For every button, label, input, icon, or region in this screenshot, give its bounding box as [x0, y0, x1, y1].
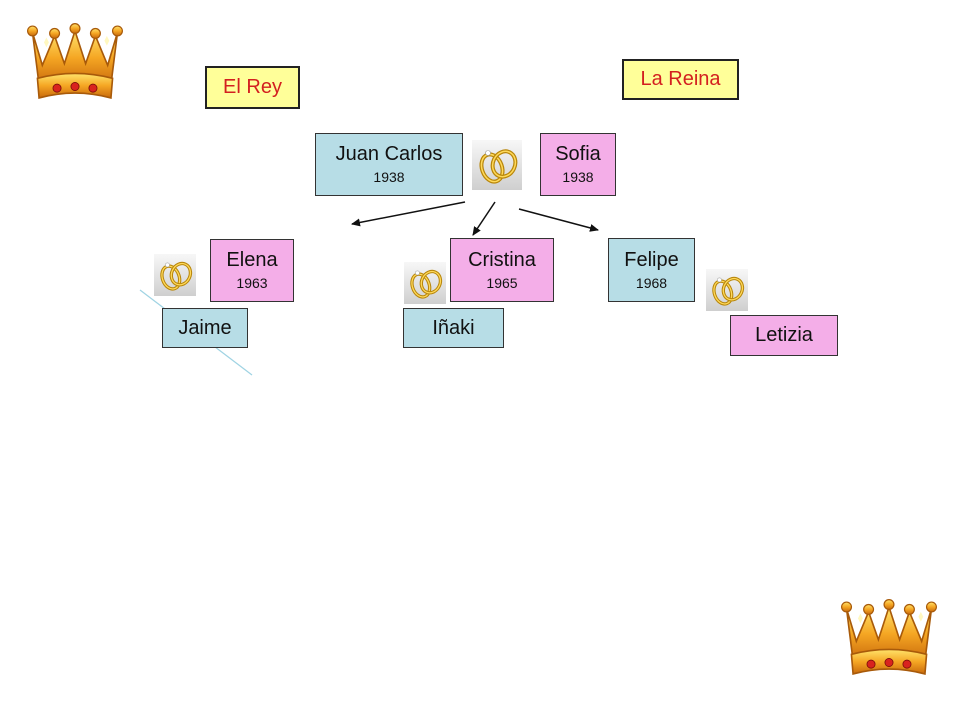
arrow-to-cristina [472, 201, 496, 236]
person-birth-year: 1938 [373, 169, 405, 186]
arrow-to-felipe [518, 208, 599, 232]
person-cristina: Cristina 1965 [450, 238, 554, 302]
king-label: El Rey [205, 66, 300, 109]
person-name: Juan Carlos [335, 143, 443, 166]
wedding-rings-icon [154, 254, 196, 296]
wedding-rings-icon [403, 262, 447, 304]
person-birth-year: 1968 [635, 274, 668, 291]
queen-label: La Reina [622, 59, 739, 100]
person-name: Cristina [468, 248, 536, 271]
person-felipe: Felipe 1968 [608, 238, 695, 302]
person-birth-year: 1965 [486, 274, 518, 291]
person-birth-year: 1963 [236, 275, 268, 292]
person-name: Felipe [624, 248, 679, 271]
person-sofia: Sofia 1938 [540, 133, 616, 196]
spouse-inaki: Iñaki [403, 308, 504, 348]
person-juan-carlos: Juan Carlos 1938 [315, 133, 463, 196]
arrow-to-elena [351, 201, 466, 227]
person-birth-year: 1938 [562, 169, 594, 186]
spouse-letizia: Letizia [730, 315, 838, 356]
person-name: Elena [226, 249, 278, 272]
spouse-jaime: Jaime [162, 308, 248, 348]
person-name: Sofia [555, 143, 601, 166]
person-elena: Elena 1963 [210, 239, 294, 302]
wedding-rings-icon [706, 269, 748, 311]
